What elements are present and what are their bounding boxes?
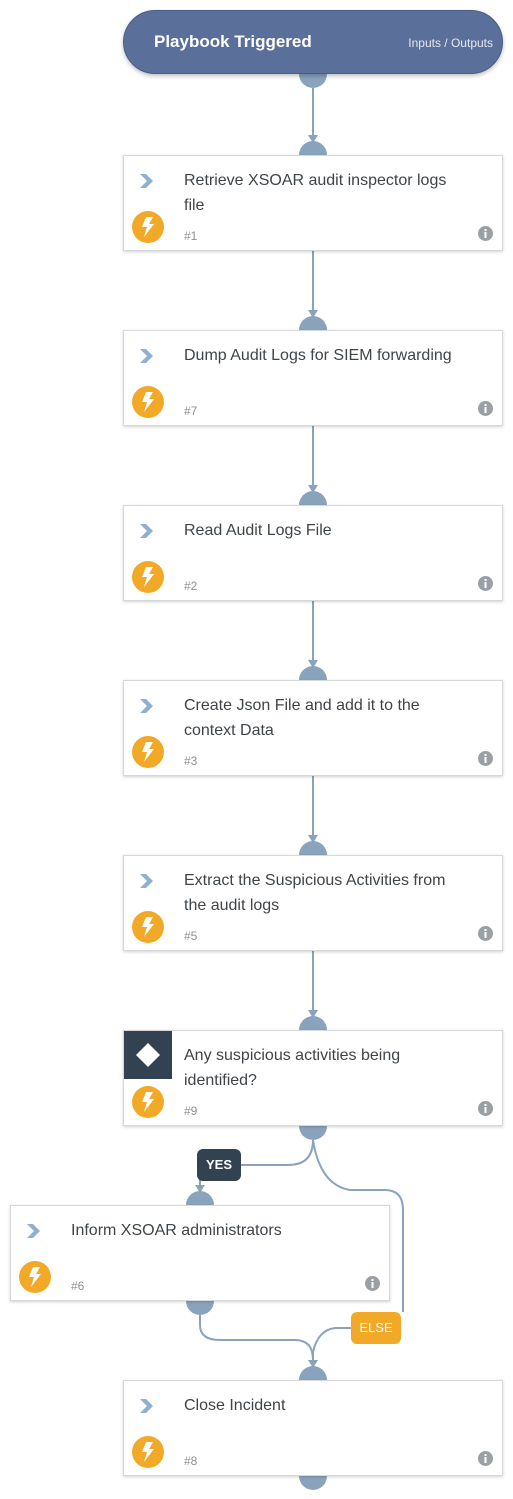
lightning-bolt-icon: [132, 561, 164, 593]
lightning-bolt-icon: [19, 1261, 51, 1293]
playbook-trigger-node[interactable]: Playbook Triggered Inputs / Outputs: [123, 10, 503, 74]
chevron-right-icon: [137, 696, 157, 716]
lightning-bolt-icon: [132, 1086, 164, 1118]
task-label: Any suspicious activities being identifi…: [184, 1047, 401, 1089]
task-dump-audit-logs[interactable]: Dump Audit Logs for SIEM forwarding #7: [123, 330, 503, 426]
arrowhead: [308, 310, 318, 318]
input-port: [299, 666, 327, 680]
info-icon[interactable]: [478, 751, 493, 766]
task-close-incident[interactable]: Close Incident #8: [123, 1380, 503, 1476]
task-number: #8: [184, 1454, 198, 1468]
input-port: [299, 841, 327, 855]
trigger-title: Playbook Triggered: [154, 32, 312, 51]
task-label: Extract the Suspicious Activities from t…: [184, 872, 446, 914]
lightning-bolt-icon: [132, 211, 164, 243]
task-retrieve-audit-logs[interactable]: Retrieve XSOAR audit inspector logs file…: [123, 155, 503, 251]
lightning-bolt-icon: [132, 386, 164, 418]
task-label: Create Json File and add it to the conte…: [184, 697, 420, 739]
chevron-right-icon: [137, 521, 157, 541]
task-number: #3: [184, 754, 198, 768]
task-read-audit-logs[interactable]: Read Audit Logs File #2: [123, 505, 503, 601]
chevron-right-icon: [137, 1396, 157, 1416]
arrowhead: [308, 835, 318, 843]
task-inform-administrators[interactable]: Inform XSOAR administrators #6: [10, 1205, 390, 1301]
task-label: Dump Audit Logs for SIEM forwarding: [184, 347, 452, 364]
task-number: #7: [184, 404, 198, 418]
task-label: Close Incident: [184, 1397, 286, 1414]
inputs-outputs-link[interactable]: Inputs / Outputs: [408, 36, 493, 50]
yes-connector: [241, 1139, 314, 1166]
info-icon[interactable]: [478, 401, 493, 416]
task-label: Read Audit Logs File: [184, 522, 332, 539]
condition-suspicious-activities[interactable]: Any suspicious activities being identifi…: [123, 1030, 503, 1126]
task-number: #2: [184, 579, 198, 593]
task-number: #5: [184, 929, 198, 943]
lightning-bolt-icon: [132, 736, 164, 768]
output-port: [299, 1126, 327, 1140]
info-icon[interactable]: [478, 576, 493, 591]
chevron-right-icon: [137, 171, 157, 191]
arrowhead: [308, 1010, 318, 1018]
arrowhead: [308, 1360, 318, 1368]
chevron-right-icon: [137, 871, 157, 891]
task-number: #6: [71, 1279, 85, 1293]
else-connector: [312, 1139, 404, 1312]
task-create-json-file[interactable]: Create Json File and add it to the conte…: [123, 680, 503, 776]
else-branch-label: ELSE: [351, 1312, 401, 1344]
output-port: [186, 1301, 214, 1315]
chevron-right-icon: [24, 1221, 44, 1241]
info-icon[interactable]: [478, 1101, 493, 1116]
input-port: [299, 316, 327, 330]
info-icon[interactable]: [365, 1276, 380, 1291]
task-extract-suspicious-activities[interactable]: Extract the Suspicious Activities from t…: [123, 855, 503, 951]
input-port: [299, 141, 327, 155]
arrowhead: [195, 1185, 205, 1193]
task-label: Inform XSOAR administrators: [71, 1222, 282, 1239]
task-number: #1: [184, 229, 198, 243]
output-port: [299, 74, 327, 88]
output-port: [299, 1476, 327, 1490]
arrowhead: [308, 485, 318, 493]
diamond-icon: [124, 1031, 172, 1079]
chevron-right-icon: [137, 346, 157, 366]
yes-branch-label: YES: [197, 1149, 241, 1181]
arrowhead: [308, 135, 318, 143]
lightning-bolt-icon: [132, 1436, 164, 1468]
input-port: [299, 1366, 327, 1380]
input-port: [299, 1016, 327, 1030]
else-connector: [312, 1327, 351, 1368]
merge-connector: [199, 1315, 314, 1361]
info-icon[interactable]: [478, 226, 493, 241]
task-number: #9: [184, 1104, 198, 1118]
input-port: [186, 1191, 214, 1205]
arrowhead: [308, 660, 318, 668]
input-port: [299, 491, 327, 505]
info-icon[interactable]: [478, 926, 493, 941]
task-label: Retrieve XSOAR audit inspector logs file: [184, 172, 447, 214]
info-icon[interactable]: [478, 1451, 493, 1466]
lightning-bolt-icon: [132, 911, 164, 943]
